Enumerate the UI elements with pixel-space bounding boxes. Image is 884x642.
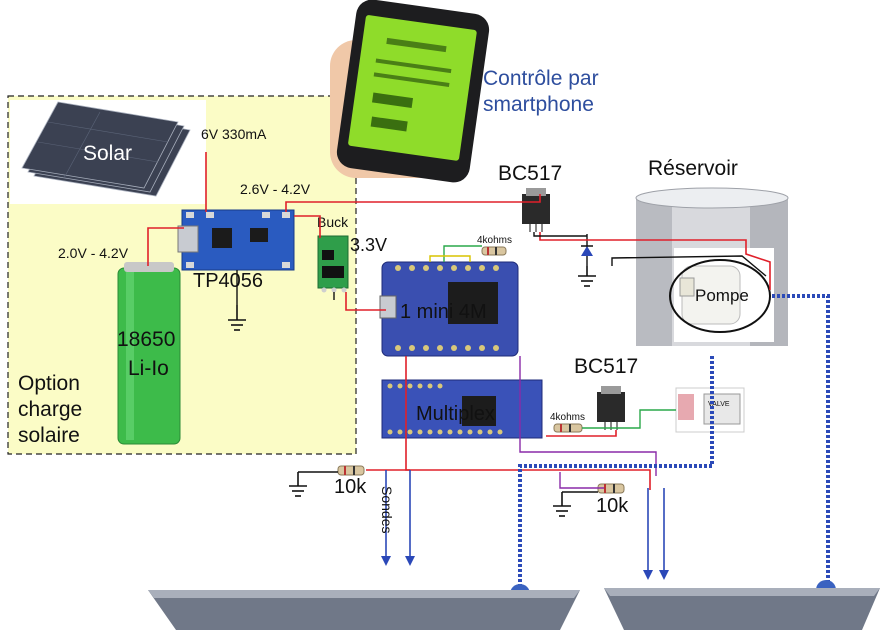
option-label-1: Option <box>18 372 80 395</box>
solar-label: Solar <box>83 142 132 165</box>
ground-wires <box>236 232 767 493</box>
phone-caption-line1: Contrôle par <box>483 67 599 90</box>
buck-voltage: 3.3V <box>350 235 387 255</box>
battery-icon <box>117 262 181 445</box>
battery-type: Li-Io <box>128 357 169 380</box>
charger-board <box>177 209 295 271</box>
board-label: 1 mini 4M <box>400 301 487 323</box>
resistor-icon <box>337 465 365 476</box>
ground-icon <box>228 305 246 331</box>
phone-caption-line2: smartphone <box>483 93 594 116</box>
ground-icon <box>553 492 571 517</box>
resistor-icon <box>553 423 583 433</box>
battery-model: 18650 <box>117 328 175 351</box>
tank-label: Réservoir <box>648 157 738 180</box>
transistor-bottom-label: BC517 <box>574 355 638 378</box>
option-label-2: charge <box>18 398 82 421</box>
battery-range: 2.0V - 4.2V <box>58 245 129 261</box>
smartphone-icon <box>330 0 490 183</box>
solar-spec: 6V 330mA <box>201 126 267 142</box>
solar-panel-icon <box>10 100 206 204</box>
ground-icon <box>578 266 596 287</box>
buck-label: Buck <box>317 214 349 230</box>
diode-icon <box>581 234 593 266</box>
planter-tray-right <box>604 588 880 630</box>
valve-label: VALVE <box>708 401 730 408</box>
transistor-icon <box>522 188 550 232</box>
option-label-3: solaire <box>18 424 80 447</box>
resistor-icon <box>481 246 507 256</box>
charger-label: TP4056 <box>193 270 263 292</box>
resistor-right-label: 10k <box>596 495 629 517</box>
resistor-left-label: 10k <box>334 476 367 498</box>
resistor-top-label: 4kohms <box>477 235 512 246</box>
probes-label: Sondes <box>379 486 395 533</box>
transistor-top-label: BC517 <box>498 162 562 185</box>
multiplexer-label: Multiplex <box>416 403 495 425</box>
planter-tray-left <box>148 590 580 630</box>
charge-range: 2.6V - 4.2V <box>240 181 311 197</box>
pump-icon <box>669 248 774 342</box>
microcontroller-board <box>379 261 519 357</box>
resistor-bottom-label: 4kohms <box>550 412 585 423</box>
power-wires <box>147 152 771 490</box>
pump-label: Pompe <box>695 286 749 305</box>
ground-icon <box>289 472 307 497</box>
multiplexer-board <box>381 379 543 439</box>
valve-icon <box>675 387 745 433</box>
transistor-icon <box>597 386 625 430</box>
buck-converter <box>317 235 349 293</box>
